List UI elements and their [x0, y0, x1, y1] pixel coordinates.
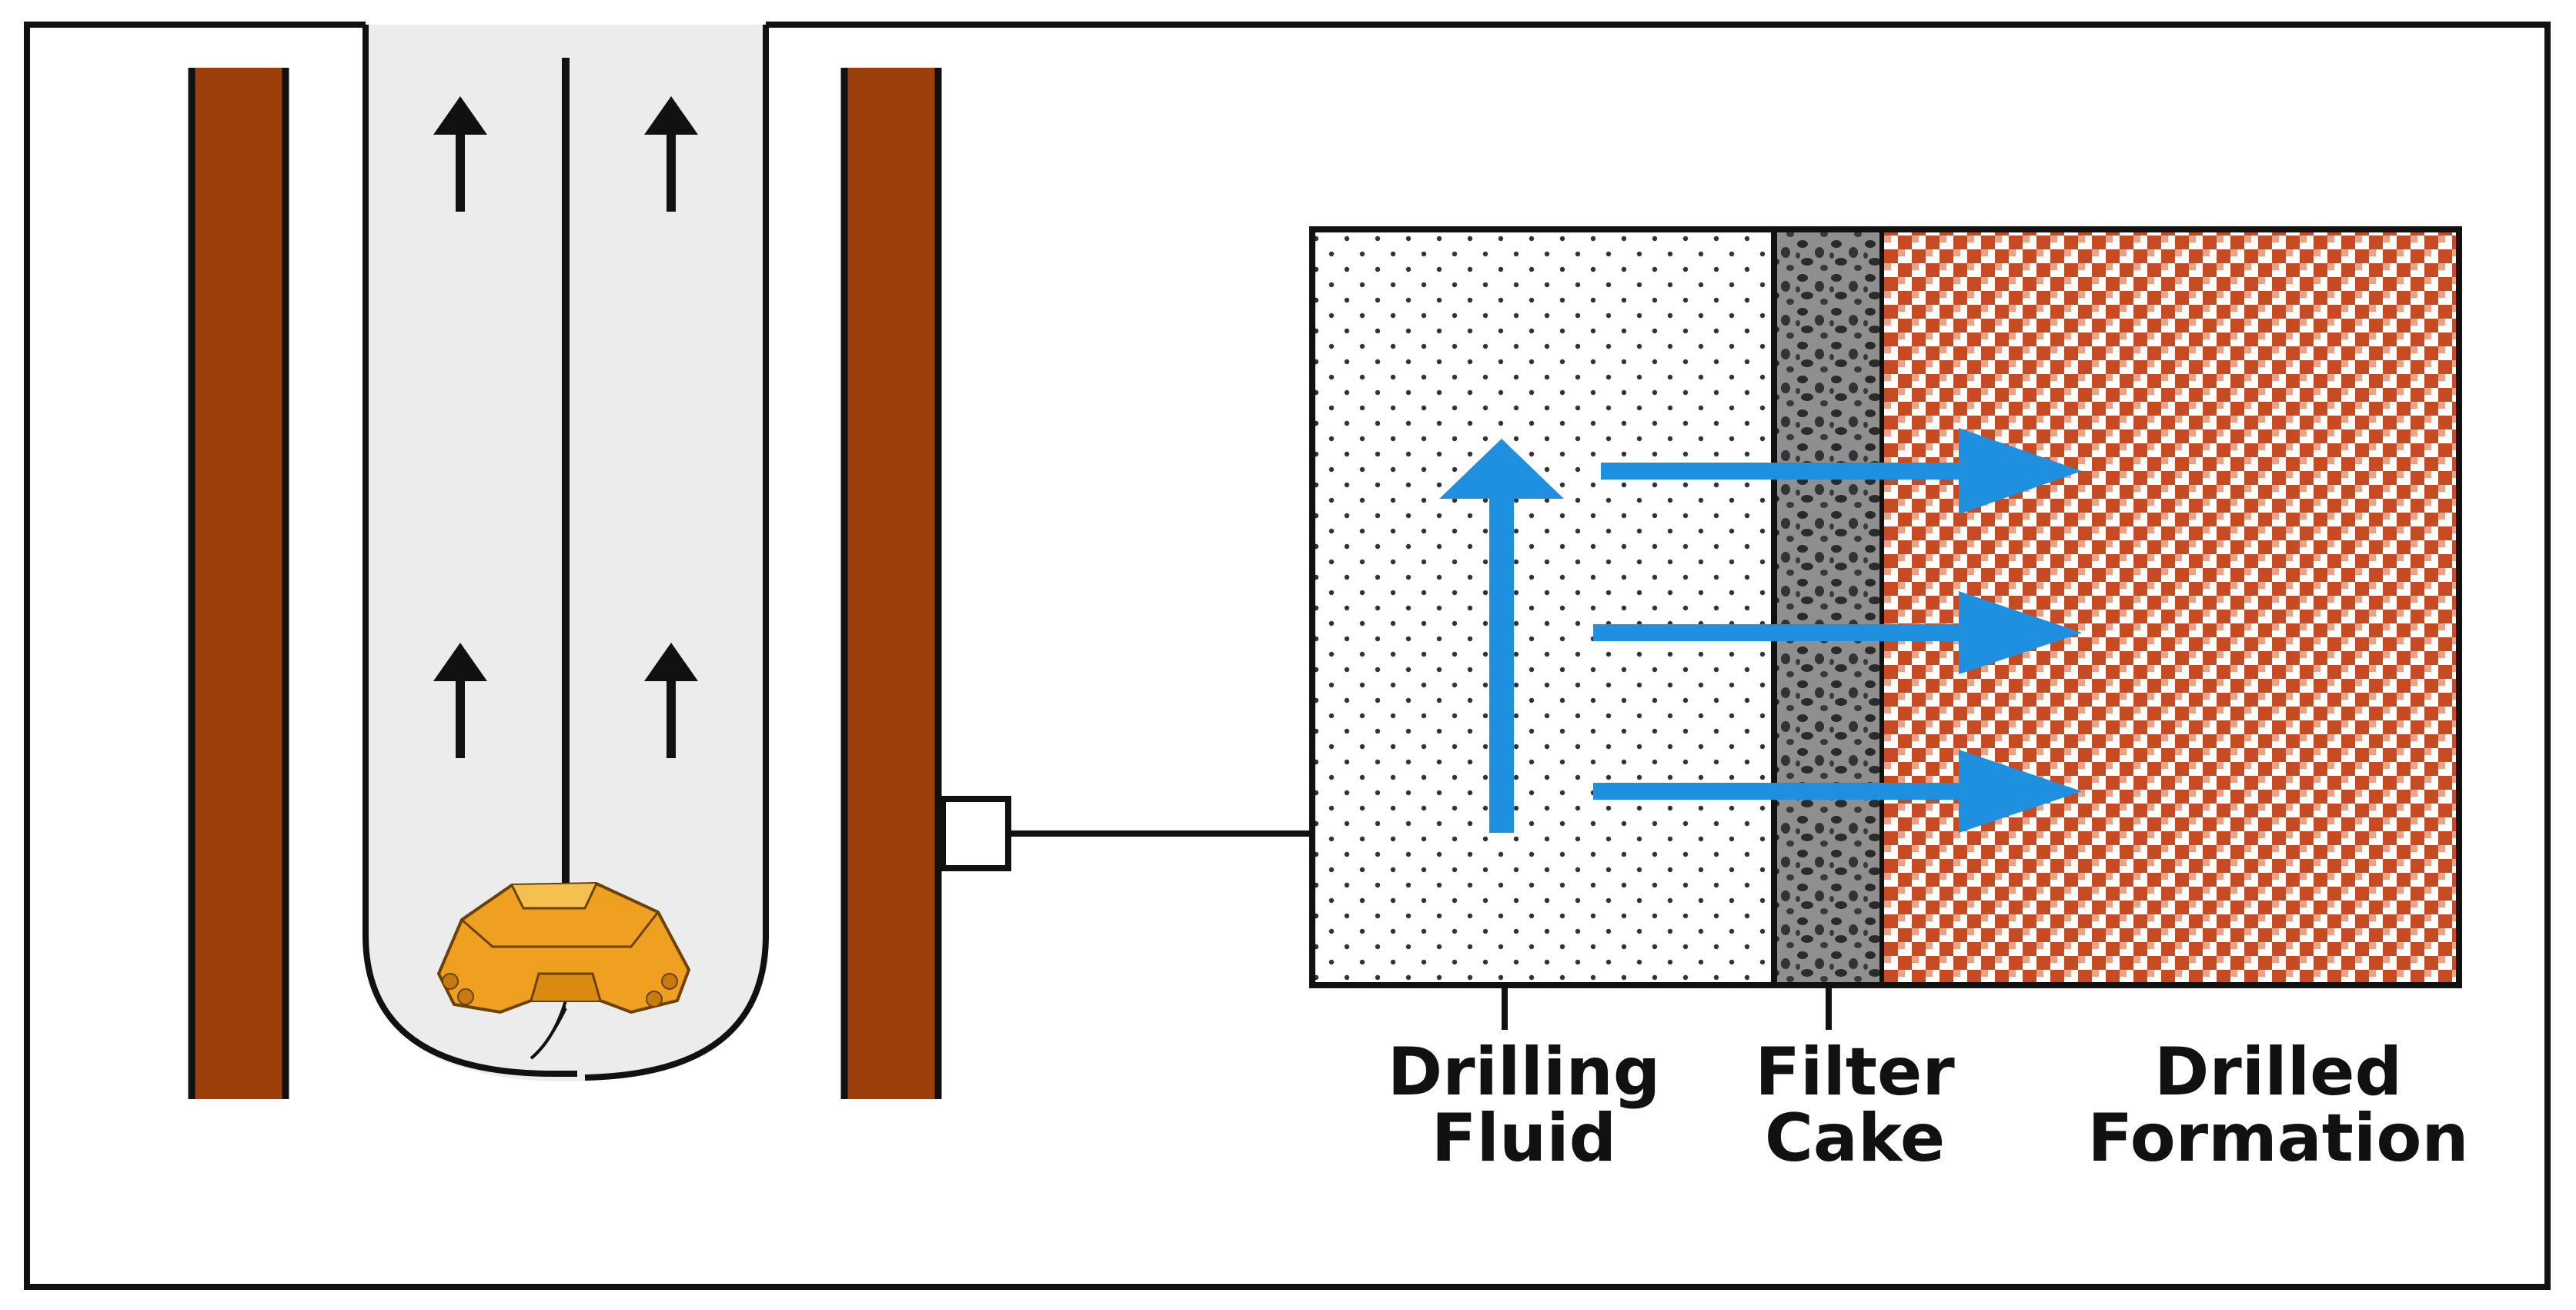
drilled-formation-label-line-2: Formation: [2087, 1100, 2469, 1177]
up-arrow-icon: [644, 643, 698, 758]
drilled-formation-label-line-1: Drilled: [2153, 1034, 2403, 1111]
drilling-fluid-region: [1312, 229, 1774, 985]
wellbore-wall-right: [584, 25, 769, 1081]
zoom-marker: [940, 796, 1011, 871]
drilling-fluid-label-line-1: Drilling: [1387, 1034, 1661, 1111]
drilling-fluid-label-line-2: Fluid: [1431, 1100, 1617, 1177]
drilling-fluid-label: Drilling Fluid: [1308, 1039, 1739, 1171]
filter-cake-region: [1774, 229, 1882, 985]
up-arrow-icon: [644, 96, 698, 212]
detail-panel: [1309, 226, 2462, 988]
filtration-arrow-icon: [1601, 428, 2082, 514]
drilled-formation-label: Drilled Formation: [2001, 1039, 2555, 1171]
drill-bit-icon: [436, 881, 691, 1060]
filtration-arrow-icon: [1593, 591, 2082, 674]
casing-left: [189, 68, 289, 1099]
filter-cake-label-line-1: Filter: [1755, 1034, 1955, 1111]
up-arrow-icon: [433, 643, 487, 758]
casing-right: [841, 68, 941, 1099]
up-arrow-icon: [433, 96, 487, 212]
fluid-flow-up-arrow-icon: [1439, 439, 1564, 833]
filter-cake-label-line-2: Cake: [1764, 1100, 1946, 1177]
filter-cake-label: Filter Cake: [1716, 1039, 1993, 1171]
filtration-arrow-icon: [1593, 750, 2082, 833]
outer-frame: [24, 22, 2551, 1290]
wellbore-wall: [363, 25, 577, 1077]
